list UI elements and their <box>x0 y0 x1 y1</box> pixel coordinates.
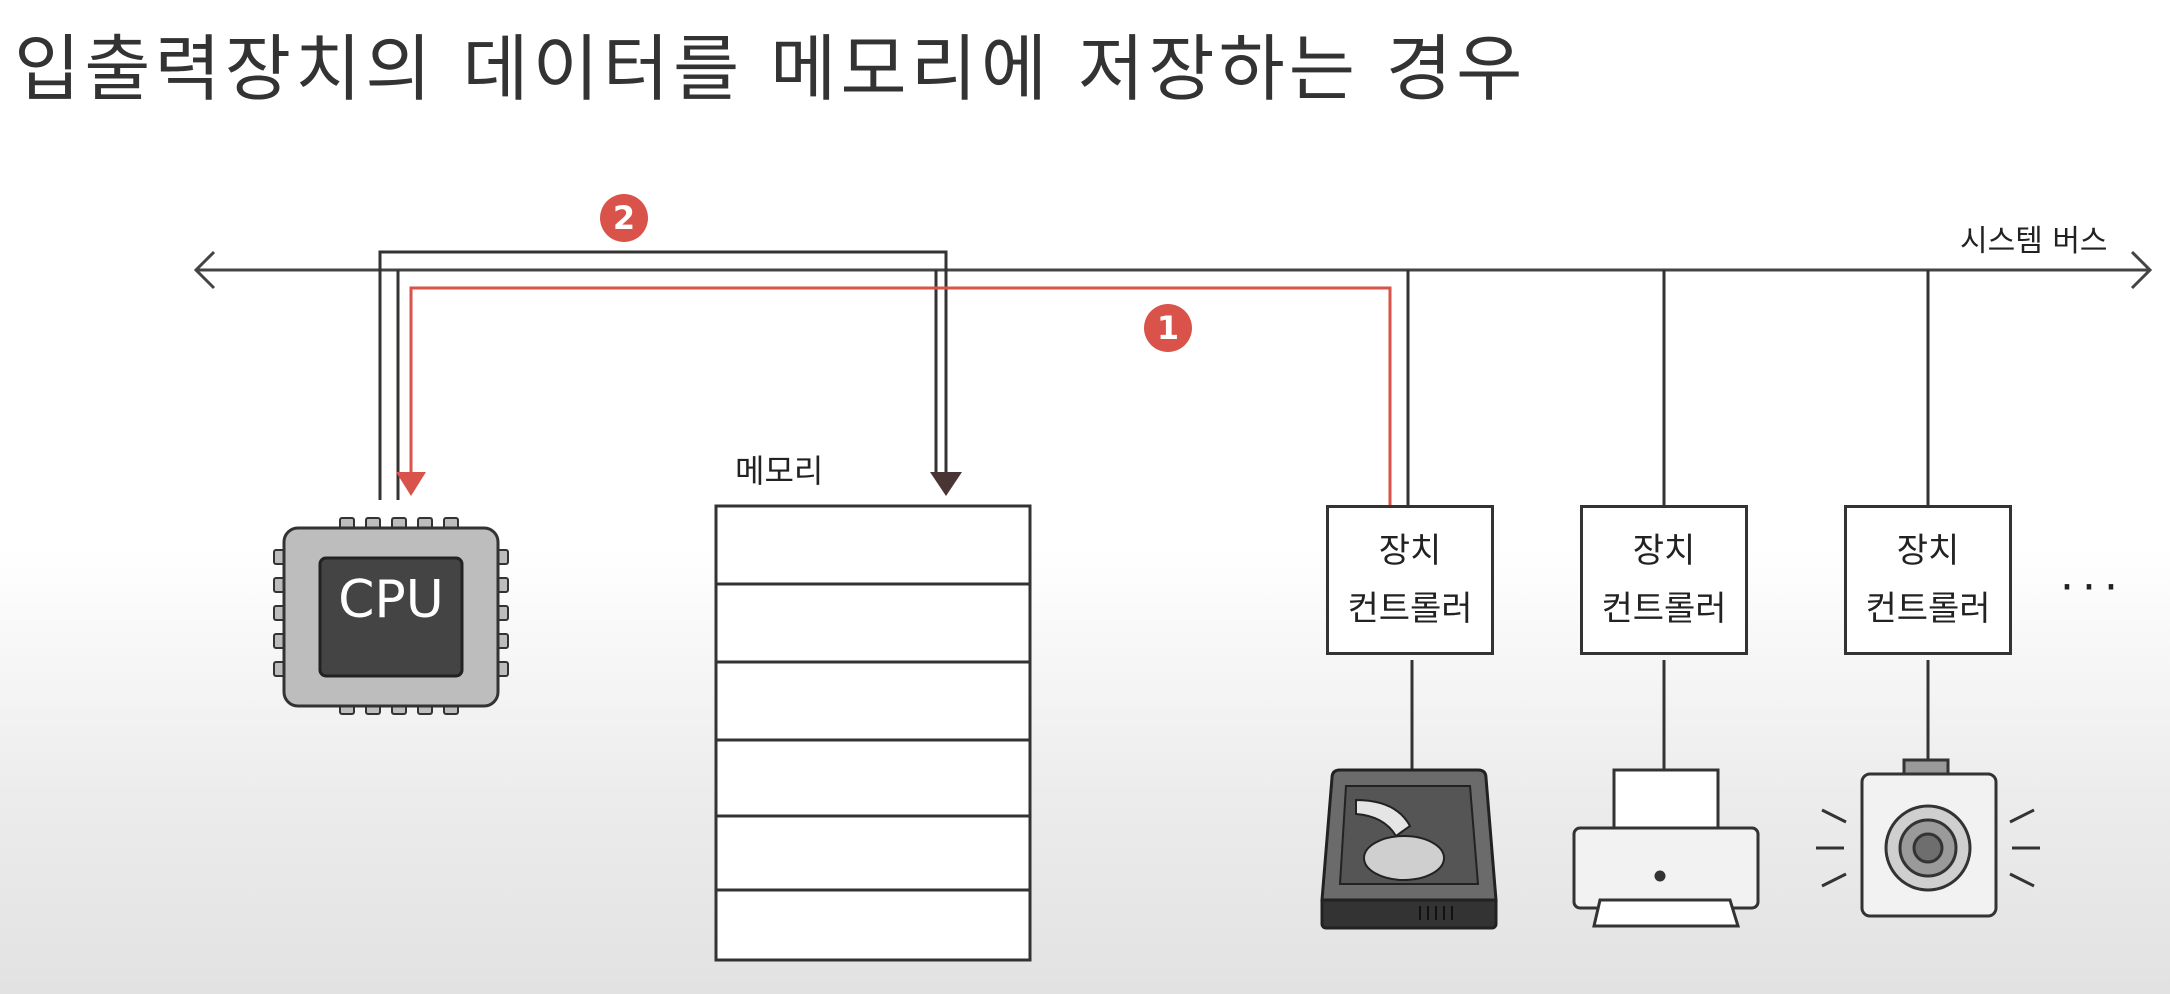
system-bus <box>193 250 2153 290</box>
page-title: 입출력장치의 데이터를 메모리에 저장하는 경우 <box>14 27 1527 111</box>
cpu-chip <box>273 517 509 715</box>
step-2-badge: 2 <box>600 194 648 242</box>
step-2-arrowhead <box>930 472 962 496</box>
more-devices-indicator: ··· <box>2060 562 2126 613</box>
printer-icon <box>1572 768 1760 928</box>
step-1-arrowhead <box>396 472 426 496</box>
controller-label-line2: 컨트롤러 <box>1347 589 1473 629</box>
cpu-label: CPU <box>338 570 444 630</box>
device-controller-2: 장치 컨트롤러 <box>1580 505 1748 655</box>
device-controller-1: 장치 컨트롤러 <box>1326 505 1494 655</box>
step-2-path <box>378 250 948 500</box>
step-1-badge: 1 <box>1144 304 1192 352</box>
speaker-icon <box>1816 758 2040 918</box>
system-bus-label: 시스템 버스 <box>1960 224 2108 259</box>
device-controller-3: 장치 컨트롤러 <box>1844 505 2012 655</box>
controller-label-line2: 컨트롤러 <box>1601 589 1727 629</box>
controller-label-line2: 컨트롤러 <box>1865 589 1991 629</box>
controller-label-line1: 장치 <box>1378 531 1442 571</box>
controller-device-links <box>1410 660 1930 770</box>
controller-label-line1: 장치 <box>1632 531 1696 571</box>
step-1-path <box>409 286 1392 505</box>
hard-disk-icon <box>1320 768 1498 930</box>
controller-bus-links <box>1406 270 1930 505</box>
memory-block <box>714 504 1032 962</box>
memory-label: 메모리 <box>735 452 824 490</box>
controller-label-line1: 장치 <box>1896 531 1960 571</box>
